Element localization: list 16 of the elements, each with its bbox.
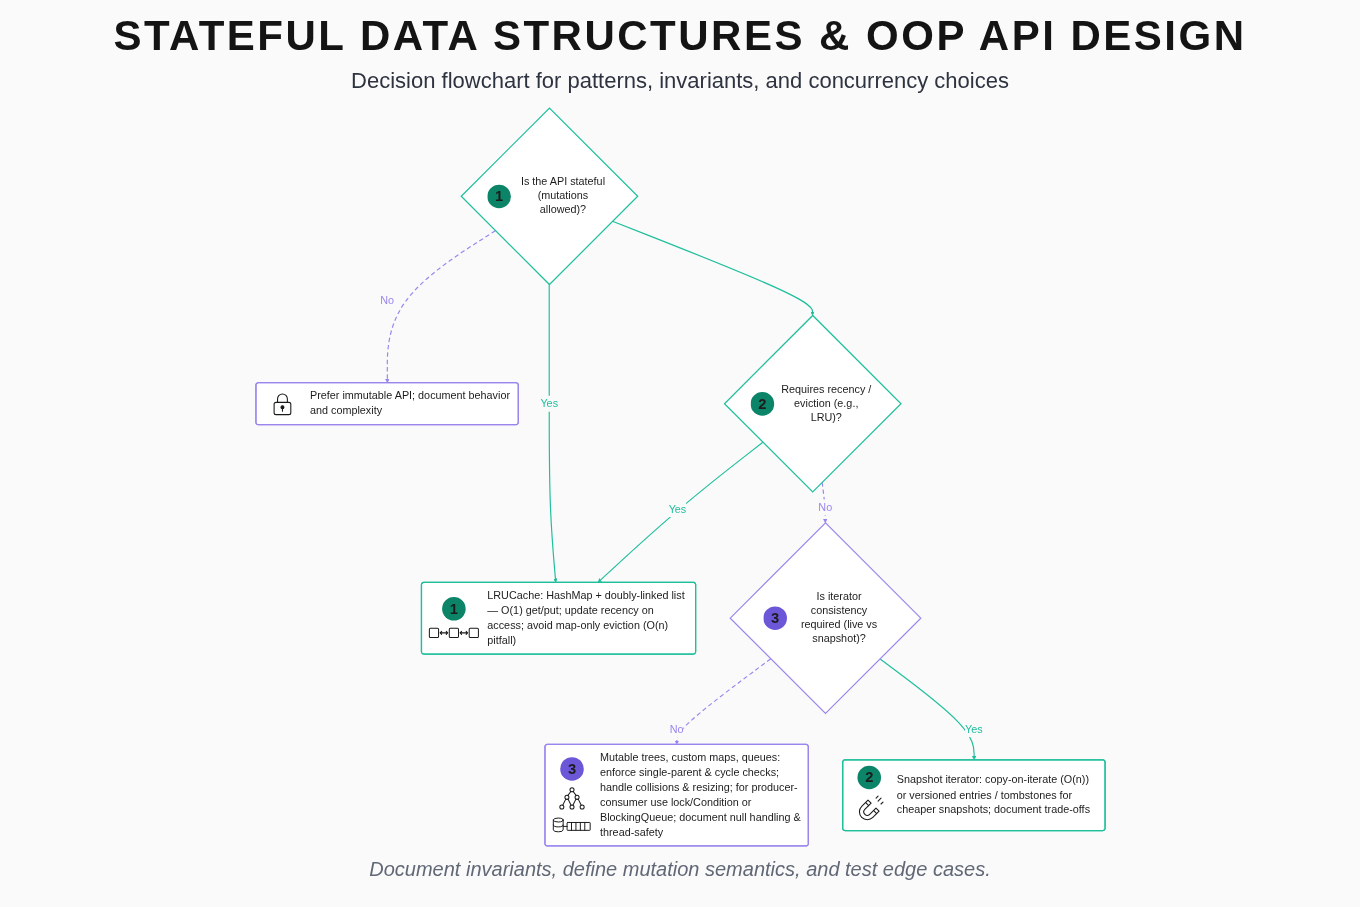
arrow [597, 441, 763, 583]
arrow [674, 658, 771, 745]
title: STATEFUL DATA STRUCTURES & OOP API DESIGN [113, 12, 1247, 59]
arrow [878, 658, 976, 761]
edge-label: Yes [964, 722, 983, 736]
arrow [548, 283, 558, 583]
arrow [821, 481, 827, 524]
caption: Document invariants, define mutation semantics, and test edge cases. [369, 858, 991, 880]
edge-label: Yes [668, 502, 686, 516]
arrow [611, 220, 815, 316]
subtitle: Decision flowchart for patterns, invariants, and concurrency choices [351, 68, 1009, 94]
edge-label: Yes [539, 397, 558, 410]
edge-label: No [817, 501, 832, 514]
edge-label: No [379, 293, 394, 307]
arrow [384, 230, 496, 384]
edge-label: No [669, 722, 684, 736]
